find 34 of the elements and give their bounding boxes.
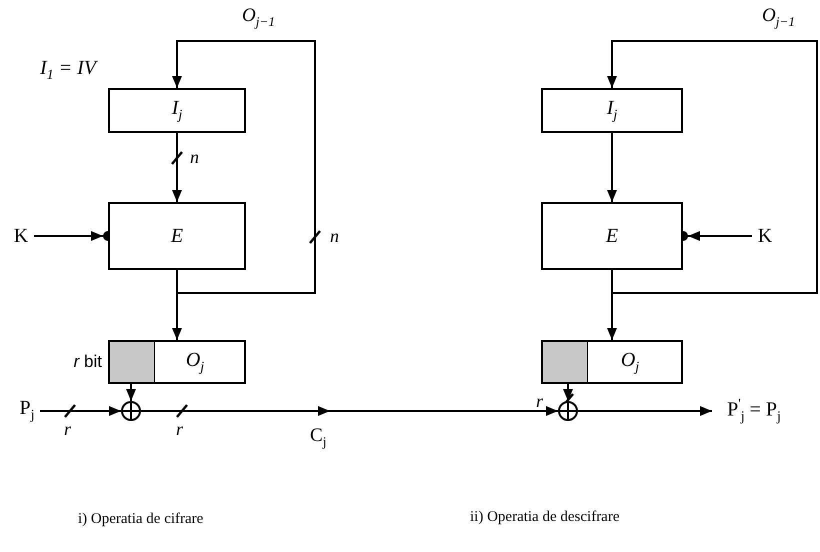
edge-label: C$_{j}$ xyxy=(308,426,328,448)
register-label: E xyxy=(170,226,184,246)
key-label: K xyxy=(14,226,28,246)
arrow xyxy=(607,40,818,294)
plaintext-label: P$_{j}$ xyxy=(19,398,34,422)
bus-width-label: r xyxy=(536,392,544,410)
register-label: I$_{j}$ xyxy=(172,98,182,123)
arrow xyxy=(172,133,182,202)
register-label: O$_{j}$ xyxy=(620,350,640,374)
arrow xyxy=(141,406,558,416)
output-register xyxy=(541,340,683,384)
arrow xyxy=(126,384,136,401)
arrow xyxy=(607,133,617,202)
initial-value-label: I$_{1}$ = IV xyxy=(40,58,96,83)
bus-width-label: r xyxy=(64,420,72,438)
register-label: E xyxy=(606,226,618,246)
input-register xyxy=(108,88,246,133)
arrow xyxy=(563,384,573,401)
encryption-block xyxy=(108,202,246,270)
caption: i) Operatia de cifrare xyxy=(78,512,204,527)
arrow xyxy=(172,40,316,294)
bus-width-label: n xyxy=(330,227,339,245)
encryption-block xyxy=(541,202,683,270)
register-label: I$_{j}$ xyxy=(606,98,618,123)
plaintext-label: P$^{'}$$_{j}$ = P$_{j}$ xyxy=(727,398,781,424)
bus-width-label: r xyxy=(176,420,184,438)
bit-width-label: r bit xyxy=(74,352,102,372)
register-label: O$_{j}$ xyxy=(186,350,204,374)
caption: ii) Operatia de descifrare xyxy=(470,510,620,525)
arrow xyxy=(40,406,121,416)
arrow xyxy=(578,406,712,416)
input-register xyxy=(541,88,683,133)
bus-width-label: n xyxy=(190,148,199,166)
key-label: K xyxy=(758,226,772,246)
